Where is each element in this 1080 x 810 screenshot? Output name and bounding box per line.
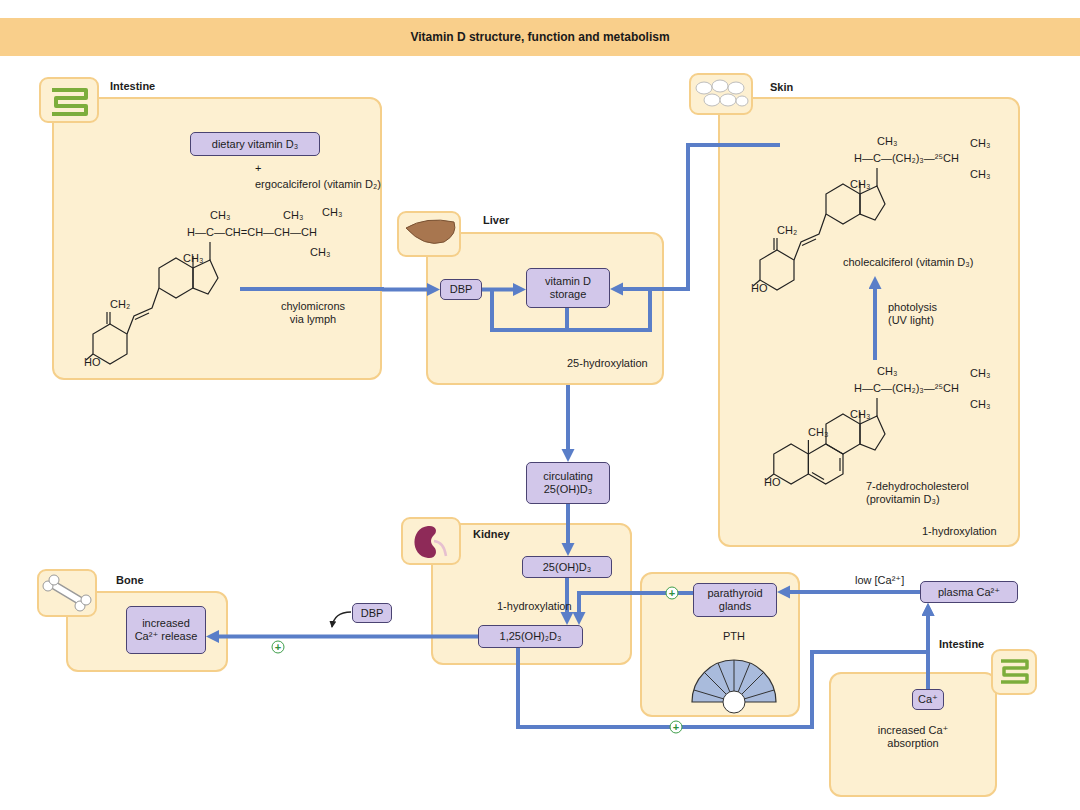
organ-panel: Skin <box>718 97 1020 547</box>
process-box: Ca⁺ <box>912 689 944 710</box>
pathway-arrow <box>382 288 432 292</box>
pathway-arrow <box>618 145 718 289</box>
box-text: plasma Ca²⁺ <box>938 586 1000 599</box>
pathway-arrow <box>518 611 928 727</box>
skin-line <box>716 143 780 147</box>
title-band: Vitamin D structure, function and metabo… <box>0 18 1080 56</box>
process-box: circulating 25(OH)D₃ <box>526 462 610 504</box>
stimulation-sign: + <box>666 587 679 600</box>
panel-heading: Intestine <box>939 638 984 651</box>
hydroxylation-loop <box>492 289 650 330</box>
box-text: dietary vitamin D₃ <box>212 138 298 151</box>
box-text: vitamin D storage <box>532 275 604 301</box>
box-text: parathyroid glands <box>699 587 771 613</box>
organ-panel: LiverDBPvitamin D storage <box>426 232 664 385</box>
dehydrocholesterol-structure <box>766 398 885 484</box>
pathway-arrow <box>214 635 478 639</box>
diagram-label: photolysis (UV light) <box>888 301 950 327</box>
ergocalciferol-structure <box>86 242 218 364</box>
pathway-arrow <box>565 578 569 617</box>
process-box: 25(OH)D₃ <box>522 556 612 578</box>
panel-text: PTH <box>642 630 798 643</box>
box-text: 25(OH)D₃ <box>543 561 592 574</box>
organ-panel: Intestineincreased Ca⁺ absorptionCa⁺ <box>829 672 997 797</box>
skin-icon <box>690 74 752 114</box>
organ-panel: Intestinedietary vitamin D₃ <box>52 97 382 380</box>
intestine-icon <box>992 650 1036 694</box>
process-box: 1,25(OH)₂D₃ <box>478 625 583 648</box>
box-text: Ca⁺ <box>918 693 938 706</box>
pathway-arrow <box>785 590 920 594</box>
pathway-arrow <box>482 288 518 292</box>
process-box: increased Ca²⁺ release <box>126 606 206 654</box>
box-text: increased Ca²⁺ release <box>132 617 200 643</box>
box-text: DBP <box>450 283 473 296</box>
lymph-line <box>240 287 384 291</box>
process-box: vitamin D storage <box>526 268 610 308</box>
edge-label: chylomicrons via lymph <box>273 300 353 326</box>
cholecalciferol-structure <box>753 168 885 290</box>
pathway-arrow <box>566 504 570 548</box>
hydroxylation-stem <box>565 308 569 330</box>
stimulation-sign: + <box>272 641 285 654</box>
dbp-pointer <box>332 612 351 627</box>
panel-heading: Skin <box>770 81 793 94</box>
diagram-title: Vitamin D structure, function and metabo… <box>410 30 669 44</box>
process-box: DBP <box>440 279 482 300</box>
parathyroid-illustration <box>692 660 776 713</box>
stimulation-sign: + <box>670 721 683 734</box>
photolysis-arrow <box>873 284 877 360</box>
kidney-icon <box>402 518 460 564</box>
pathway-arrow <box>566 385 570 454</box>
panel-heading: Kidney <box>473 528 510 541</box>
panel-text: increased Ca⁺ absorption <box>868 724 958 750</box>
pathway-lines <box>240 145 875 360</box>
process-box: DBP <box>352 603 392 623</box>
process-box: plasma Ca²⁺ <box>920 581 1018 603</box>
box-text: 1,25(OH)₂D₃ <box>500 630 562 643</box>
intestine-icon <box>40 78 98 122</box>
box-text: DBP <box>361 607 384 620</box>
box-text: circulating 25(OH)D₃ <box>532 470 604 496</box>
liver-icon <box>398 212 460 256</box>
process-box: dietary vitamin D₃ <box>190 132 320 156</box>
bone-icon <box>38 570 96 616</box>
process-box: parathyroid glands <box>693 583 777 617</box>
panel-heading: Liver <box>483 214 509 227</box>
diagram-label: 7-dehydrocholesterol (provitamin D₃) <box>866 480 991 506</box>
panel-heading: Intestine <box>110 80 155 93</box>
panel-heading: Bone <box>116 574 144 587</box>
